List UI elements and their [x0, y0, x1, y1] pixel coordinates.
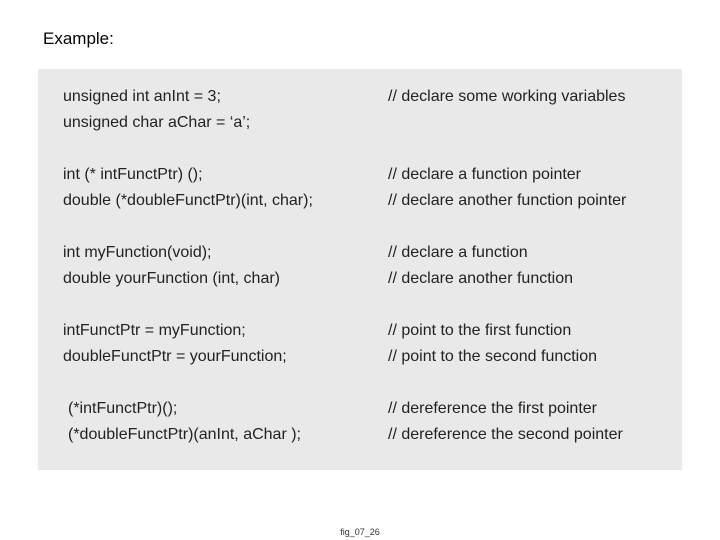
code-comment: // point to the second function — [388, 348, 598, 365]
code-line: int (* intFunctPtr) (); — [63, 166, 203, 183]
figure-caption: fig_07_26 — [340, 527, 380, 537]
code-comment: // declare a function pointer — [388, 166, 582, 183]
code-line: intFunctPtr = myFunction; — [63, 322, 246, 339]
code-line: double yourFunction (int, char) — [63, 270, 280, 287]
code-line: (*doubleFunctPtr)(anInt, aChar ); — [68, 426, 301, 443]
code-line: (*intFunctPtr)(); — [68, 400, 178, 417]
code-comment: // declare another function pointer — [388, 192, 627, 209]
code-line: doubleFunctPtr = yourFunction; — [63, 348, 287, 365]
code-line: unsigned char aChar = ‘a’; — [63, 114, 251, 131]
code-comment: // point to the first function — [388, 322, 572, 339]
code-comment: // dereference the first pointer — [388, 400, 597, 417]
code-comment: // dereference the second pointer — [388, 426, 623, 443]
code-example-panel: unsigned int anInt = 3; // declare some … — [38, 69, 682, 470]
code-line: double (*doubleFunctPtr)(int, char); — [63, 192, 313, 209]
code-comment: // declare a function — [388, 244, 528, 261]
code-comment: // declare another function — [388, 270, 574, 287]
code-line: int myFunction(void); — [63, 244, 212, 261]
code-comment: // declare some working variables — [388, 88, 626, 105]
slide-heading: Example: — [43, 29, 114, 48]
code-line: unsigned int anInt = 3; — [63, 88, 221, 105]
